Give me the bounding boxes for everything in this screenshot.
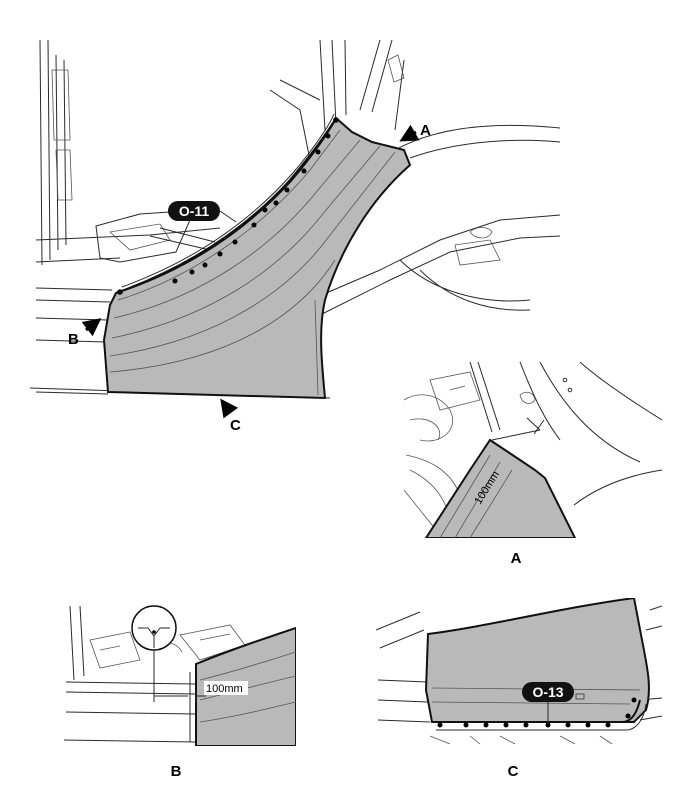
detail-c-panel (424, 598, 650, 723)
arrow-b-label: B (68, 331, 79, 348)
callout-o13-label: O-13 (532, 684, 563, 700)
callout-o13: O-13 (522, 682, 574, 724)
panel-contours (109, 129, 396, 396)
callout-o11: O-11 (168, 201, 237, 223)
detail-a: 100mm A (403, 362, 662, 567)
detail-b-caption: B (171, 763, 182, 780)
spot-weld-points (117, 117, 339, 295)
detail-c-caption: C (508, 763, 519, 780)
detail-b-dimension: 100mm (206, 683, 243, 695)
detail-b: 100mm B (64, 605, 296, 780)
arrow-a: A (399, 122, 431, 142)
callout-o11-label: O-11 (179, 203, 210, 219)
main-view: O-11 A B C (29, 39, 561, 434)
arrow-a-label: A (420, 122, 431, 139)
arrow-c: C (220, 398, 241, 434)
arrow-b: B (68, 318, 102, 348)
detail-c: O-13 C (376, 598, 662, 780)
detail-a-caption: A (511, 550, 522, 567)
arrow-c-label: C (230, 417, 241, 434)
quarter-panel-section (102, 116, 412, 400)
detail-c-weld-points (437, 697, 637, 728)
